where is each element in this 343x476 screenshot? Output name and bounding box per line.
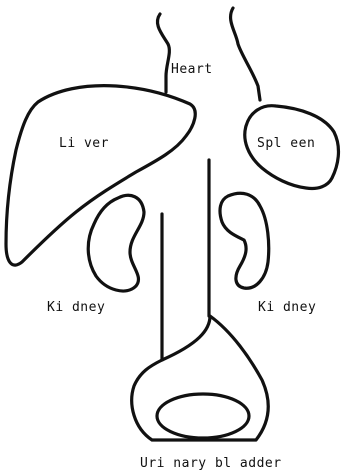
label-spleen: Spl een	[257, 136, 315, 151]
left-kidney-outline	[88, 195, 144, 291]
label-urinary-bladder: Uri nary bl adder	[140, 456, 282, 471]
heart-left-vessel	[157, 14, 169, 92]
label-right-kidney: Ki dney	[258, 300, 316, 315]
heart-right-vessel	[231, 8, 260, 100]
bladder-inner-outline	[157, 394, 249, 438]
label-left-kidney: Ki dney	[47, 300, 105, 315]
label-heart: Heart	[171, 62, 213, 77]
label-liver: Li ver	[59, 136, 109, 151]
right-kidney-outline	[220, 193, 269, 288]
liver-outline	[6, 86, 195, 265]
